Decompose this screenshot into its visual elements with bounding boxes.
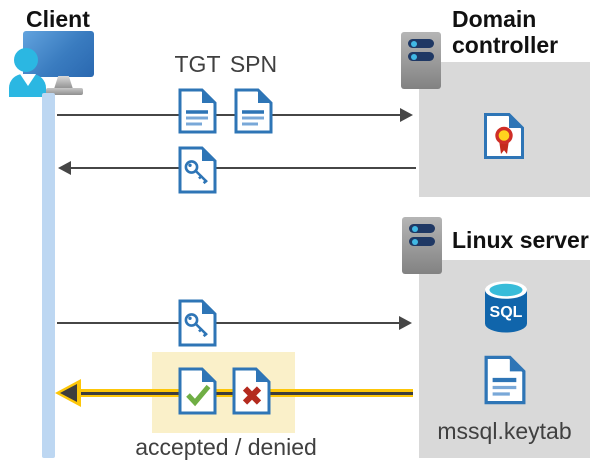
person-head-icon: [14, 48, 38, 72]
client-label: Client: [26, 6, 90, 32]
keytab-label: mssql.keytab: [437, 418, 572, 444]
tgt-label: TGT: [174, 51, 221, 77]
domain-controller-label: Domain controller: [452, 6, 559, 58]
spn-label: SPN: [229, 51, 278, 77]
response-arrow-head: [58, 161, 71, 175]
request-arrow-head: [400, 108, 413, 122]
domain-controller-server-icon: [401, 32, 441, 89]
certificate-document-icon: [484, 113, 524, 159]
sql-badge-label: SQL: [490, 304, 523, 321]
spn-document-icon: [234, 88, 273, 134]
person-collar: [20, 74, 36, 86]
service-request-arrow-line: [57, 322, 400, 324]
service-key-document-icon: [178, 299, 217, 347]
service-request-arrow-head: [399, 316, 412, 330]
x-icon: [242, 386, 262, 405]
result-label: accepted / denied: [135, 434, 317, 460]
ticket-key-document-icon: [178, 146, 217, 194]
client-lifeline-bar: [42, 93, 55, 458]
linux-server-label: Linux server: [452, 227, 589, 253]
certificate-seal: [495, 126, 513, 145]
response-arrow-line: [70, 167, 416, 169]
key-icon: [184, 160, 208, 185]
check-icon: [186, 384, 211, 407]
monitor-stand-base: [46, 88, 83, 95]
request-arrow-line: [57, 114, 401, 116]
sql-database-icon: SQL: [485, 281, 527, 333]
tgt-document-icon: [178, 88, 217, 134]
denied-x-document-icon: [232, 367, 271, 415]
keytab-document-icon: [484, 355, 526, 405]
linux-server-icon: [402, 217, 442, 274]
accepted-check-document-icon: [178, 367, 217, 415]
key-icon: [184, 313, 208, 338]
result-arrow-head: [60, 384, 77, 402]
monitor-stand-neck: [54, 76, 73, 89]
